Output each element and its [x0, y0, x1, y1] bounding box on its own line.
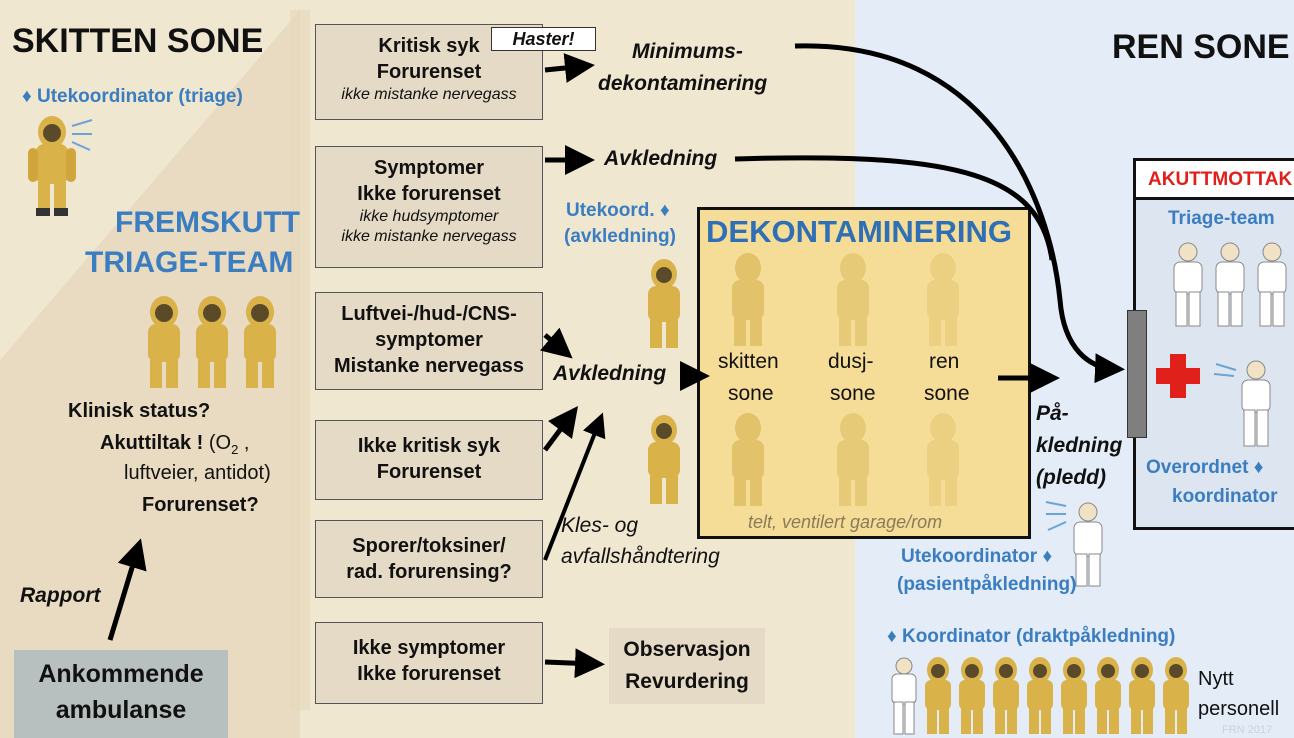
decon-s3b: sone — [924, 382, 970, 405]
paakledning-2: kledning — [1036, 434, 1123, 457]
role-ute-avkledning-2: (avkledning) — [564, 226, 676, 247]
triage-team-title-2: TRIAGE-TEAM — [85, 246, 294, 279]
urgent-badge: Haster! — [491, 27, 596, 51]
hazmat-suit-icon — [648, 415, 680, 504]
assessment-q1: Klinisk status? — [68, 400, 211, 422]
hazmat-suit-icon — [28, 116, 76, 216]
obs-line2: Revurdering — [625, 670, 749, 693]
speaking-lines-icon — [1045, 501, 1067, 531]
arrow-rapport — [107, 538, 147, 641]
role-overordnet-1: Overordnet ♦ — [1146, 457, 1264, 478]
decon-s2a: dusj- — [828, 350, 874, 373]
decon-s1a: skitten — [718, 350, 779, 373]
action-kles-1: Kles- og — [561, 514, 639, 537]
arrival-line1: Ankommende — [38, 660, 204, 688]
dirty-zone-title: SKITTEN SONE — [12, 22, 264, 60]
assessment-q2: Akuttiltak ! (O2 , — [100, 432, 250, 457]
akuttmottak-header: AKUTTMOTTAK — [1133, 158, 1294, 200]
decon-footer: telt, ventilert garage/rom — [748, 512, 943, 532]
speaking-lines-icon — [71, 119, 93, 151]
triage-team-title-1: FREMSKUTT — [115, 206, 300, 239]
action-mindekon-2: dekontaminering — [598, 72, 768, 95]
decon-s1b: sone — [728, 382, 774, 405]
obs-line1: Observasjon — [623, 638, 751, 661]
arrow-critical — [544, 53, 595, 83]
action-avkledning-top: Avkledning — [604, 147, 718, 170]
decon-s2b: sone — [830, 382, 876, 405]
entrance-door — [1127, 310, 1147, 438]
akuttmottak-triage: Triage-team — [1168, 208, 1275, 229]
assessment-q3: luftveier, antidot) — [124, 462, 271, 484]
akuttmottak-title: AKUTTMOTTAK — [1148, 169, 1293, 190]
decon-suits-icon — [732, 253, 959, 506]
triage-team-suits-icon — [148, 296, 276, 388]
arrow-avkledning-to-er — [734, 155, 1055, 261]
arrival-line2: ambulanse — [55, 696, 187, 724]
arrow-noncritical — [543, 406, 578, 452]
paakledning-1: På- — [1036, 402, 1069, 425]
role-koordinator-drakt: ♦ Koordinator (draktpåkledning) — [887, 626, 1176, 647]
action-mindekon-1: Minimums- — [632, 40, 743, 63]
nytt-2: personell — [1198, 698, 1280, 720]
clean-zone-title: REN SONE — [1112, 28, 1290, 66]
red-cross-icon — [1156, 354, 1200, 398]
arrow-spores — [543, 412, 606, 561]
role-overordnet-2: koordinator — [1172, 486, 1278, 507]
decon-title: DEKONTAMINERING — [706, 214, 1012, 249]
person-white-icon — [1073, 502, 1103, 587]
arrow-mindekon-to-er — [794, 43, 1125, 384]
coordinator-white-icon — [1213, 360, 1271, 447]
hazmat-suit-icon — [648, 259, 680, 348]
role-ute-pasient-2: (pasientpåkledning) — [897, 574, 1077, 595]
akuttmottak-box — [1133, 158, 1294, 530]
personnel-row-icon — [891, 657, 1189, 735]
nytt-1: Nytt — [1198, 668, 1234, 690]
action-kles-2: avfallshåndtering — [561, 545, 720, 568]
role-ute-avkledning-1: Utekoord. ♦ — [566, 200, 670, 221]
arriving-ambulance-box: Ankommende ambulanse — [14, 650, 228, 738]
watermark: FRN 2017 — [1222, 724, 1273, 736]
category-spores-toxins: Sporer/toksiner/rad. forurensing? — [315, 520, 543, 598]
assessment-q4: Forurenset? — [142, 494, 259, 516]
arrow-nerve — [540, 327, 573, 359]
rapport-label: Rapport — [20, 584, 101, 607]
triage-team-white-icon — [1173, 242, 1287, 327]
arrow-observation — [544, 648, 605, 679]
observation-box: Observasjon Revurdering — [609, 628, 765, 704]
paakledning-3: (pledd) — [1036, 466, 1106, 489]
action-avkledning-mid: Avkledning — [553, 362, 667, 385]
role-ute-pasient-1: Utekoordinator ♦ — [901, 546, 1053, 567]
role-ute-triage: ♦ Utekoordinator (triage) — [22, 86, 243, 107]
decon-s3a: ren — [929, 350, 960, 373]
